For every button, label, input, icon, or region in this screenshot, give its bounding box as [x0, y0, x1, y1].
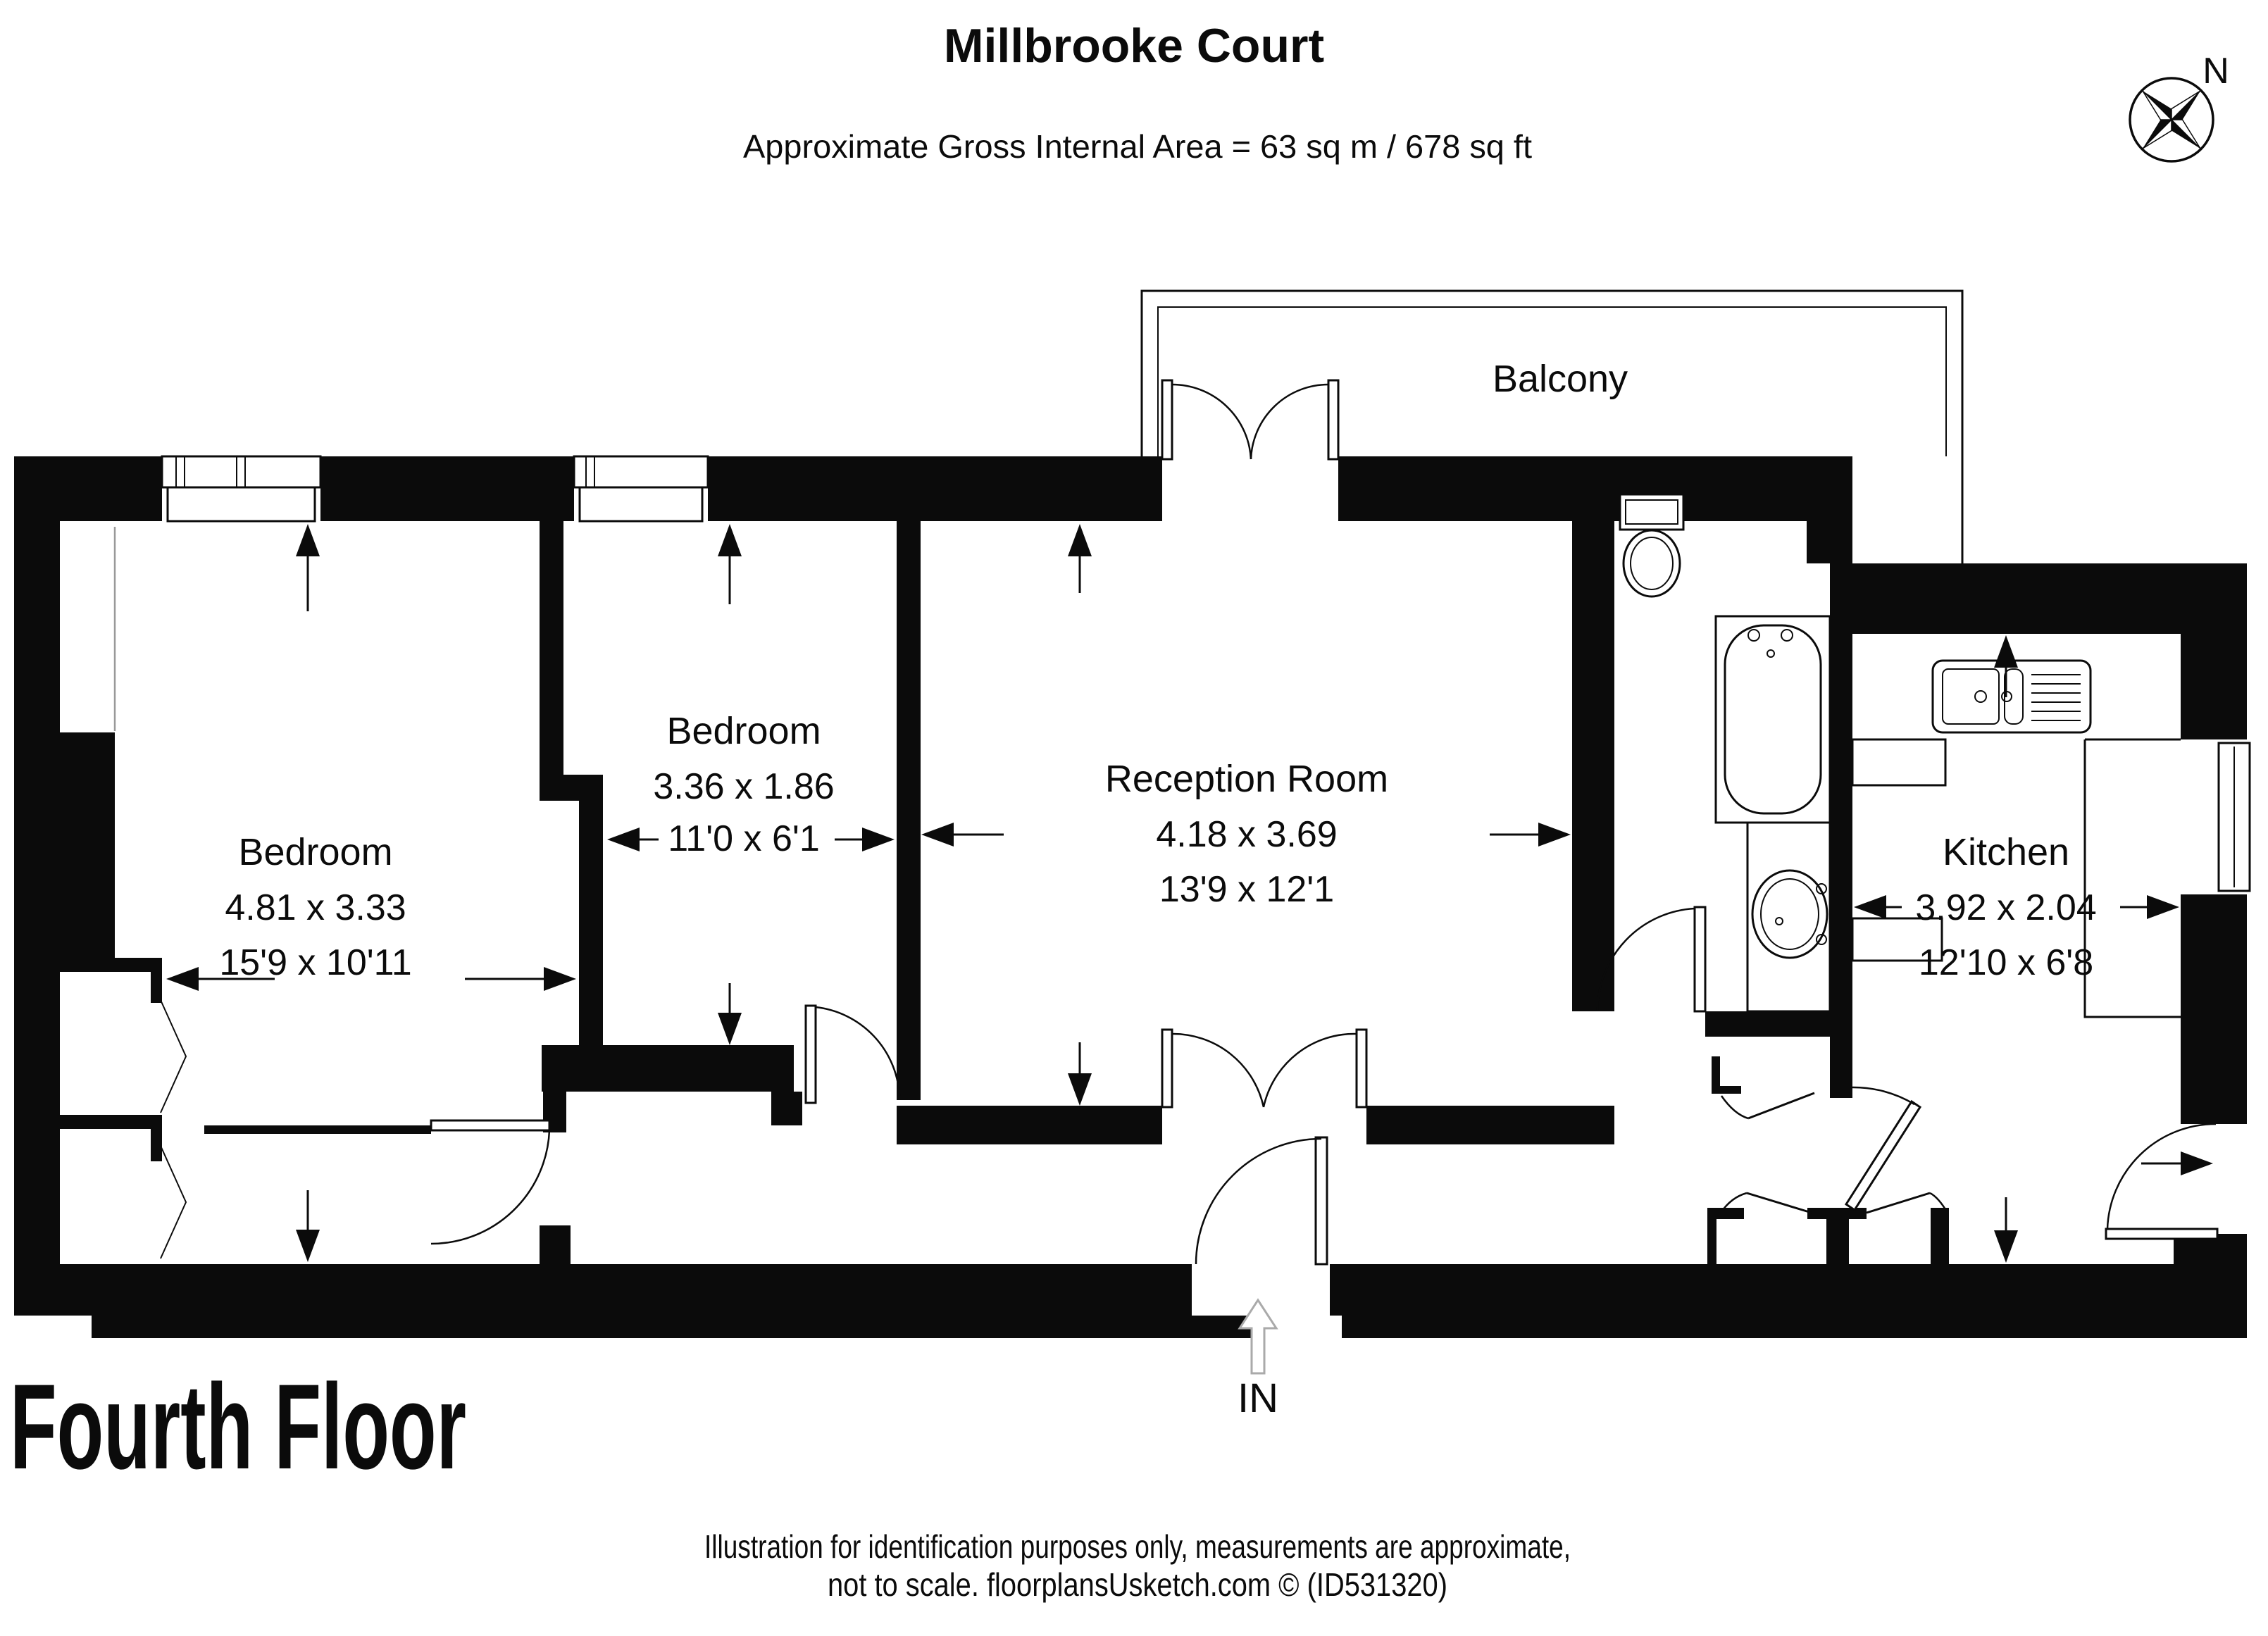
- room-hallway: [431, 1144, 1612, 1264]
- balcony-label: Balcony: [1493, 358, 1628, 400]
- kitchen-dim-arrows: [1854, 635, 2213, 1263]
- room-reception: [921, 521, 1572, 1106]
- compass-icon: N: [2129, 51, 2229, 163]
- bedroom2-dim-arrows: [607, 524, 895, 1045]
- reception-name: Reception Room: [1105, 758, 1388, 800]
- kitchen-rear-door: [2105, 1123, 2219, 1240]
- bedroom2-name: Bedroom: [666, 710, 821, 752]
- wardrobe-bifold-doors: [160, 999, 187, 1259]
- bedroom1-dim-arrows: [166, 524, 576, 1262]
- balcony-french-doors: [1161, 379, 1340, 461]
- basin-icon: [1746, 821, 1831, 1013]
- bedroom2-door: [804, 1004, 901, 1104]
- compass-north-label: N: [2202, 51, 2229, 92]
- walls: [14, 456, 2247, 1338]
- dimension-arrows: [166, 524, 2213, 1263]
- windows: [161, 455, 2251, 892]
- reception-label: Reception Room 4.18 x 3.69 13'9 x 12'1: [1105, 758, 1388, 910]
- bedroom1-metric: 4.81 x 3.33: [225, 887, 406, 928]
- footer-line-1: Illustration for identification purposes…: [704, 1528, 1571, 1565]
- plan-title: Millbrooke Court: [944, 19, 1324, 73]
- reception-imperial: 13'9 x 12'1: [1159, 869, 1334, 910]
- reception-metric: 4.18 x 3.69: [1156, 814, 1337, 855]
- reception-dim-arrows: [921, 524, 1571, 1106]
- bedroom1-label: Bedroom 4.81 x 3.33 15'9 x 10'11: [219, 831, 411, 983]
- reception-french-doors: [1161, 1028, 1368, 1109]
- doors: [160, 379, 2219, 1266]
- hall-cupboard-doors: [1719, 1092, 1949, 1214]
- balcony-outline: [1140, 289, 1964, 632]
- bedroom1-door: [430, 1119, 551, 1245]
- kitchen-label: Kitchen 3.92 x 2.04 12'10 x 6'8: [1915, 831, 2096, 983]
- bedroom1-name: Bedroom: [238, 831, 392, 873]
- fixtures: [1619, 493, 2181, 1018]
- labels: Millbrooke Court Approximate Gross Inter…: [10, 19, 2097, 1603]
- bedroom2-imperial: 11'0 x 6'1: [668, 818, 820, 859]
- footer-line-2: not to scale. floorplansUsketch.com © (I…: [828, 1566, 1447, 1603]
- entrance-door: [1195, 1136, 1328, 1266]
- plan-subtitle: Approximate Gross Internal Area = 63 sq …: [743, 128, 1532, 165]
- bathtub-icon: [1714, 615, 1831, 824]
- toilet-icon: [1619, 493, 1685, 598]
- kitchen-metric: 3.92 x 2.04: [1915, 887, 2096, 928]
- bedroom2-label: Bedroom 3.36 x 1.86 11'0 x 6'1: [653, 710, 834, 859]
- kitchen-window-icon: [2217, 742, 2251, 892]
- bedroom2-window-icon: [573, 455, 709, 523]
- bedroom1-imperial: 15'9 x 10'11: [219, 942, 411, 983]
- kitchen-sink-icon: [1931, 659, 2092, 734]
- bedroom1-window-icon: [161, 455, 322, 523]
- room-bedroom-1: [162, 521, 540, 1125]
- balcony-inner-wall: [1157, 306, 1947, 456]
- balcony-outer-wall: [1140, 289, 1964, 632]
- kitchen-door: [1844, 1086, 1922, 1212]
- entrance-label: IN: [1238, 1375, 1278, 1421]
- entry-arrow-icon: [1238, 1298, 1278, 1375]
- floor-title: Fourth Floor: [10, 1359, 466, 1494]
- kitchen-counter-outline: [1851, 738, 2181, 1018]
- kitchen-imperial: 12'10 x 6'8: [1919, 942, 2093, 983]
- bathroom-door: [1596, 906, 1707, 1013]
- bedroom2-metric: 3.36 x 1.86: [653, 766, 834, 807]
- kitchen-name: Kitchen: [1943, 831, 2069, 873]
